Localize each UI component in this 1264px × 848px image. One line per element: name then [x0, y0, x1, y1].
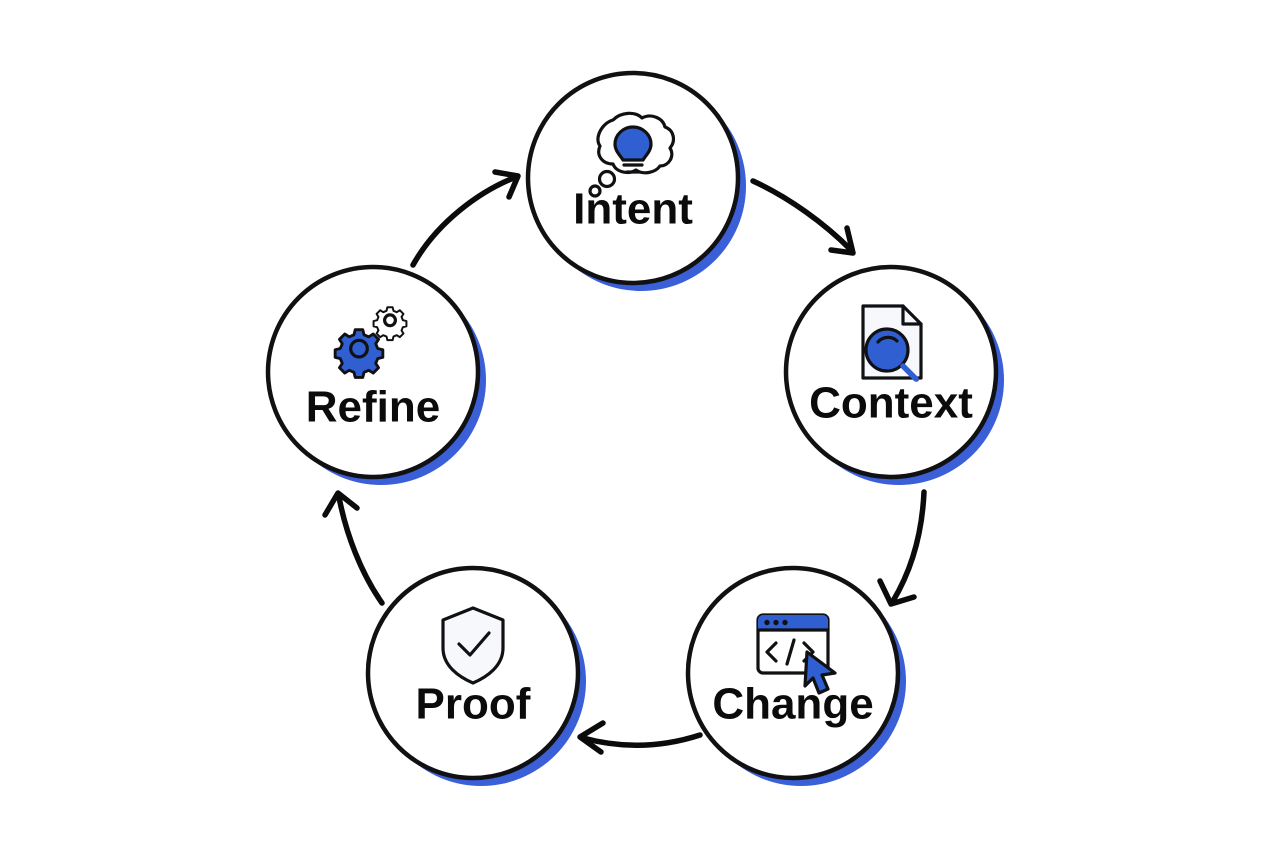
node-refine[interactable]: Refine [265, 264, 486, 485]
arrow-head-icon [877, 578, 917, 607]
connector-line [410, 174, 519, 268]
node-circle [525, 70, 741, 286]
node-label-proof: Proof [416, 680, 531, 729]
node-label-intent: Intent [573, 185, 693, 234]
bubble-tiny-icon [588, 184, 602, 198]
shield-check-icon [441, 606, 505, 685]
window-dot-icon [764, 619, 770, 626]
node-intent[interactable]: Intent [525, 70, 746, 291]
connector-refine-to-intent [410, 169, 521, 268]
node-label-change: Change [712, 680, 873, 729]
window-dot-icon [782, 619, 788, 626]
connector-change-to-proof [577, 720, 703, 755]
node-label-context: Context [809, 379, 973, 428]
connector-line [336, 494, 385, 606]
connector-proof-to-refine [322, 490, 385, 606]
node-context[interactable]: Context [783, 264, 1004, 485]
connector-context-to-change [877, 489, 927, 607]
arrow-head-icon [492, 169, 521, 200]
node-proof[interactable]: Proof [365, 565, 586, 786]
connector-intent-to-context [750, 178, 856, 256]
connector-line [750, 178, 853, 252]
document-magnifier-icon [861, 304, 923, 382]
code-window-cursor-icon [756, 613, 837, 695]
node-change[interactable]: Change [685, 565, 906, 786]
connector-line [890, 489, 927, 604]
gear-small-icon [372, 306, 408, 342]
arrow-head-icon [322, 490, 360, 518]
bubble-small-icon [597, 169, 617, 189]
window-dot-icon [773, 619, 779, 626]
gear-large-icon [333, 328, 385, 379]
gears-icon [333, 306, 408, 379]
node-label-refine: Refine [306, 383, 440, 432]
arrow-head-icon [577, 720, 606, 755]
thought-bubble-lightbulb-icon [588, 111, 676, 198]
arrow-head-icon [828, 225, 856, 256]
connector-line [580, 732, 703, 748]
